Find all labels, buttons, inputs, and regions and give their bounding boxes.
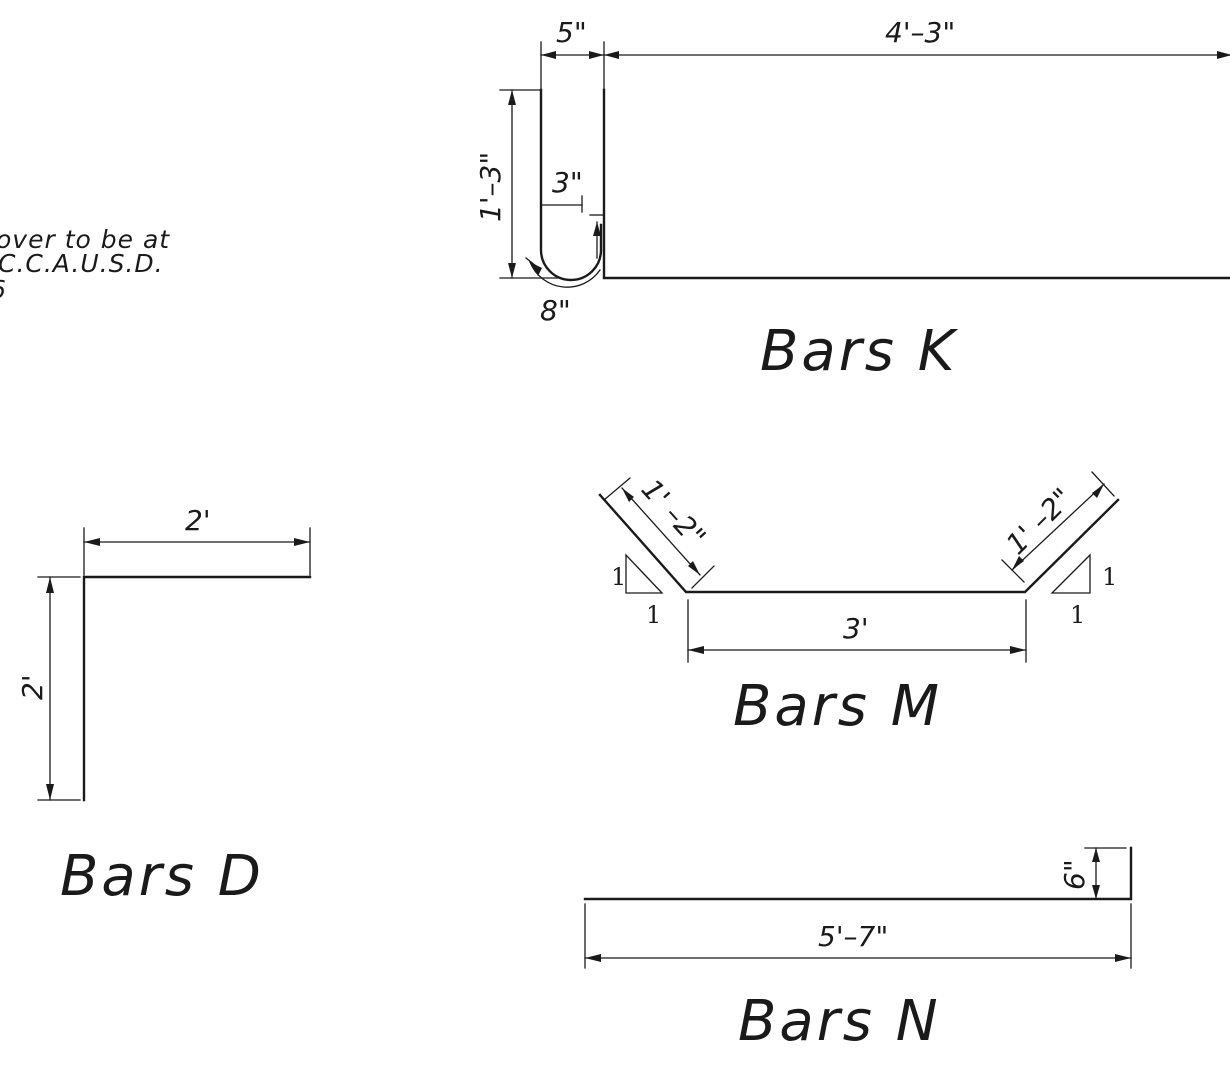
bars-k-bend-label: 8": [540, 294, 571, 327]
bars-n-hook-label: 6": [1058, 859, 1091, 890]
note-line-1: over to be at: [0, 225, 170, 254]
bars-k-title: Bars K: [760, 319, 959, 384]
bars-k-hook: [539, 88, 603, 282]
bars-m-right-slope-rise: 1: [1102, 563, 1117, 591]
bars-k-inner-label: 3": [552, 166, 583, 199]
bars-k-hook-width-label: 5": [556, 16, 587, 49]
bars-d-title: Bars D: [60, 844, 264, 909]
bars-d-horizontal-label: 2': [185, 504, 211, 537]
bars-k-shape: [602, 88, 1230, 280]
bars-m-left-slope-rise: 1: [611, 563, 626, 591]
note-line-2: C.C.A.U.S.D.: [0, 249, 164, 278]
bars-m-right-slope-triangle: [1050, 553, 1091, 594]
bars-m-right-slope-run: 1: [1070, 601, 1085, 629]
bars-m-left-slope-run: 1: [646, 601, 661, 629]
bars-k-detail: 5" 4'–3" 1'–3" 3" 8" Bars K: [474, 16, 1230, 384]
bars-n-length-label: 5'–7": [818, 920, 888, 953]
bars-n-title: Bars N: [738, 989, 941, 1054]
note-line-3: 6: [0, 275, 7, 304]
bars-n-detail: 5'–7" 6" Bars N: [583, 846, 1133, 1054]
bars-m-bottom-label: 3': [843, 612, 869, 645]
general-notes: over to be at C.C.A.U.S.D. 6: [0, 225, 170, 304]
bars-m-shape: [598, 493, 1120, 594]
bars-k-length-label: 4'–3": [885, 16, 955, 49]
bars-m-left-leg-label: 1' –2": [635, 473, 712, 554]
bars-m-left-slope-triangle: [625, 553, 664, 594]
bars-d-detail: 2' 2' Bars D: [16, 504, 312, 909]
bars-k-height-label: 1'–3": [474, 152, 507, 222]
bars-d-shape: [82, 575, 312, 802]
bars-n-shape: [583, 846, 1133, 901]
bars-m-detail: 1 1 1 1 1' –2" 1' –2" 3' Bars M: [598, 471, 1120, 739]
bars-d-vertical-label: 2': [16, 674, 49, 700]
bars-m-title: Bars M: [733, 674, 942, 739]
